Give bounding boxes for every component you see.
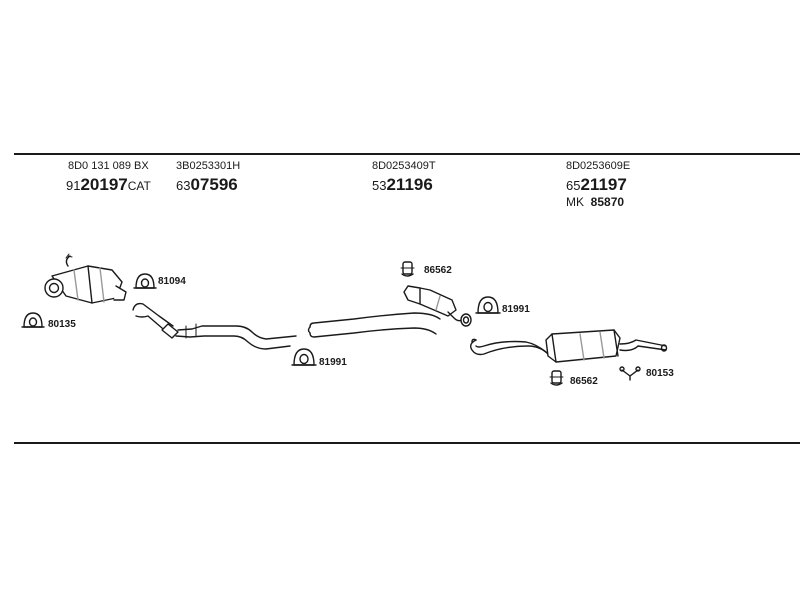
label-81991-upper: 81991 [502,304,530,315]
label-86562-upper: 86562 [424,265,452,276]
mounting-kit-number: MK 85870 [566,195,625,209]
clamp-81991-upper-icon [475,296,501,314]
rear-silencer-oem-number: 8D0253609E [566,160,631,172]
middle-silencer-oem-number: 8D0253409T [372,160,436,172]
catalytic-converter [44,253,127,304]
front-pipe-part-number: 6307596 [176,175,238,194]
hanger-86562-lower-icon [549,370,564,386]
top-divider [14,153,800,155]
rear-silencer [545,329,668,363]
label-86562-lower: 86562 [570,376,598,387]
middle-silencer-part-number: 5321196 [372,175,433,194]
bracket-80153-icon [619,366,641,381]
label-81991-lower: 81991 [319,357,347,368]
front-pipe-oem-number: 3B0253301H [176,160,241,172]
hanger-86562-upper-icon [400,261,415,277]
clamp-81991-lower-icon [291,348,317,366]
clamp-81094-icon [133,273,157,289]
clamp-80135-icon [21,312,45,328]
label-80135: 80135 [48,319,76,330]
catalyst-part-number: 9120197CAT [66,175,151,194]
label-80153: 80153 [646,368,674,379]
middle-silencer [403,285,472,327]
rear-silencer-part-number: 6521197 [566,175,627,194]
catalyst-oem-number: 8D0 131 089 BX [68,160,149,172]
front-pipe [132,302,297,350]
middle-pipe [307,312,441,338]
rear-pipe [469,338,549,356]
bottom-divider [14,442,800,444]
label-81094: 81094 [158,276,186,287]
